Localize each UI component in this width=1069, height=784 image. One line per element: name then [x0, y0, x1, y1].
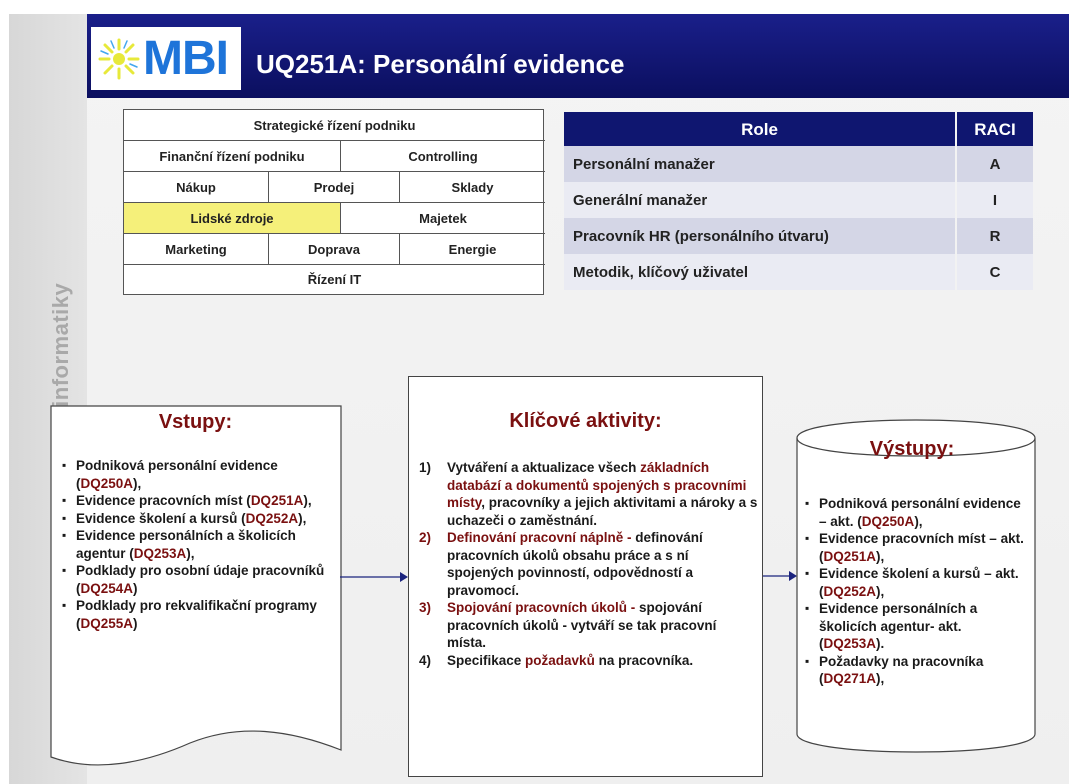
raci-value: C [957, 254, 1033, 290]
raci-header-raci: RACI [957, 112, 1033, 148]
cell-rizeni-it: Řízení IT [307, 272, 362, 287]
arrow-right-icon [340, 572, 408, 582]
list-item: Evidence školení a kursů – akt. (DQ252A)… [797, 565, 1029, 600]
cell-lidske-zdroje: Lidské zdroje [124, 203, 341, 234]
cell-energie: Energie [400, 234, 545, 265]
page-title: UQ251A: Personální evidence [256, 49, 625, 79]
cell-finance: Finanční řízení podniku [124, 141, 341, 172]
list-item: 4)Specifikace požadavků na pracovníka. [419, 652, 694, 668]
raci-role: Pracovník HR (personálního útvaru) [564, 218, 955, 254]
process-grid: Strategické řízení podniku Finanční říze… [123, 109, 545, 295]
list-item: Podklady pro osobní údaje pracovníků (DQ… [54, 562, 339, 597]
list-item: Evidence personálních a školicích agentu… [54, 527, 339, 562]
list-item: 3)Spojování pracovních úkolů - spojování… [419, 600, 717, 650]
list-item: 1)Vytváření a aktualizace všech základní… [419, 460, 758, 528]
list-item: Požadavky na pracovníka (DQ271A), [797, 653, 1029, 688]
key-activities-box: Klíčové aktivity: 1)Vytváření a aktualiz… [408, 376, 763, 777]
inputs-list: Podniková personální evidence (DQ250A), … [54, 457, 339, 632]
raci-table: Role RACI Personální manažer A Generální… [564, 112, 1033, 290]
raci-row: Personální manažer A [564, 146, 1033, 182]
raci-value: A [957, 146, 1033, 182]
raci-row: Pracovník HR (personálního útvaru) R [564, 218, 1033, 254]
raci-value: R [957, 218, 1033, 254]
header-bar [87, 14, 1069, 98]
activities-title: Klíčové aktivity: [509, 410, 662, 432]
sun-icon [98, 38, 140, 79]
activities-list: 1)Vytváření a aktualizace všech základní… [419, 459, 759, 669]
raci-header-row: Role RACI [564, 112, 1033, 148]
raci-row: Generální manažer I [564, 182, 1033, 218]
raci-header-role: Role [564, 112, 955, 148]
inputs-title: Vstupy: [158, 411, 233, 433]
list-item: 2)Definování pracovní náplně - definován… [419, 530, 703, 598]
cell-strategic: Strategické řízení podniku [124, 110, 545, 141]
raci-role: Personální manažer [564, 146, 955, 182]
outputs-title: Výstupy: [869, 438, 955, 460]
cell-sklady: Sklady [400, 172, 545, 203]
outputs-list: Podniková personální evidence – akt. (DQ… [797, 495, 1029, 688]
cell-doprava: Doprava [269, 234, 400, 265]
cell-prodej: Prodej [269, 172, 400, 203]
cell-majetek: Majetek [341, 203, 545, 234]
list-item: Podklady pro rekvalifikační programy (DQ… [54, 597, 339, 632]
list-item: Evidence personálních a školicích agentu… [797, 600, 1029, 653]
cell-controlling: Controlling [341, 141, 545, 172]
list-item: Podniková personální evidence – akt. (DQ… [797, 495, 1029, 530]
raci-row: Metodik, klíčový uživatel C [564, 254, 1033, 290]
raci-value: I [957, 182, 1033, 218]
list-item: Evidence pracovních míst (DQ251A), [54, 492, 339, 510]
list-item: Evidence školení a kursů (DQ252A), [54, 510, 339, 528]
arrow-right-icon [763, 571, 797, 581]
list-item: Podniková personální evidence (DQ250A), [54, 457, 339, 492]
raci-role: Generální manažer [564, 182, 955, 218]
cell-nakup: Nákup [124, 172, 269, 203]
raci-role: Metodik, klíčový uživatel [564, 254, 955, 290]
logo-text: MBI [143, 32, 229, 85]
list-item: Evidence pracovních míst – akt. (DQ251A)… [797, 530, 1029, 565]
logo: MBI [91, 27, 241, 90]
cell-marketing: Marketing [124, 234, 269, 265]
